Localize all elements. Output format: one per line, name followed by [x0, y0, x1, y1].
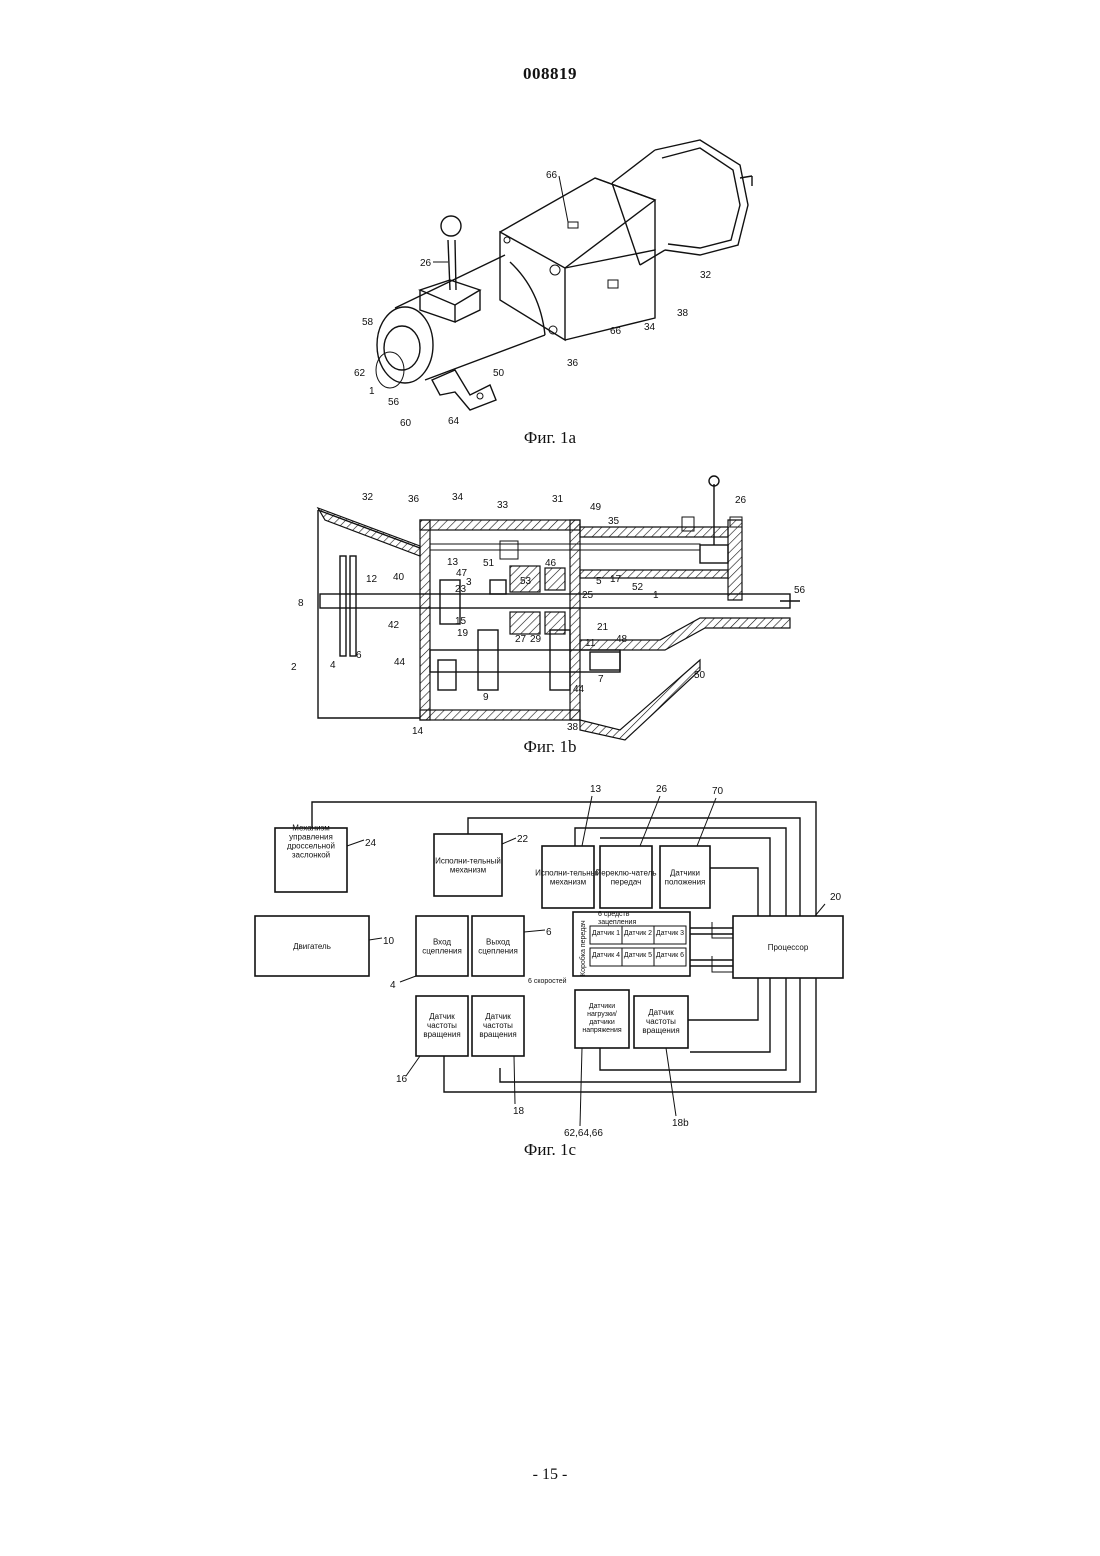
ref-70: 70	[712, 786, 724, 797]
processor-label: Процессор	[768, 943, 809, 952]
throttle-label: Механизмуправлениядроссельнойзаслонкой	[287, 824, 335, 860]
sensor-cell-6: Датчик 6	[656, 952, 684, 959]
speeds-label: 6 скоростей	[528, 977, 567, 985]
ref-26: 26	[656, 784, 668, 795]
ref-4: 4	[390, 980, 396, 991]
ref-13: 13	[590, 784, 602, 795]
ref-62-64-66: 62,64,66	[564, 1128, 603, 1139]
ref-18: 18	[513, 1106, 525, 1117]
sensor-cell-5: Датчик 5	[624, 952, 652, 959]
page-footer: - 15 -	[0, 1466, 1100, 1484]
engine-label: Двигатель	[293, 942, 331, 951]
ref-6: 6	[546, 927, 552, 938]
sensor-cell-1: Датчик 1	[592, 930, 620, 937]
figure-1c-caption: Фиг. 1c	[0, 1140, 1100, 1160]
ref-22: 22	[517, 834, 529, 845]
position-sensors-label: Датчикиположения	[665, 869, 706, 887]
sensor-cell-3: Датчик 3	[656, 930, 684, 937]
sensor-cell-4: Датчик 4	[592, 952, 620, 959]
ref-18b: 18b	[672, 1118, 689, 1129]
ref-24: 24	[365, 838, 377, 849]
ref-20: 20	[830, 892, 842, 903]
ref-10: 10	[383, 936, 395, 947]
figure-1c-diagram: Механизмуправлениядроссельнойзаслонкой И…	[0, 0, 1100, 1170]
sensor-cell-2: Датчик 2	[624, 930, 652, 937]
gearbox-vertical-label: Коробка передач	[579, 920, 587, 976]
